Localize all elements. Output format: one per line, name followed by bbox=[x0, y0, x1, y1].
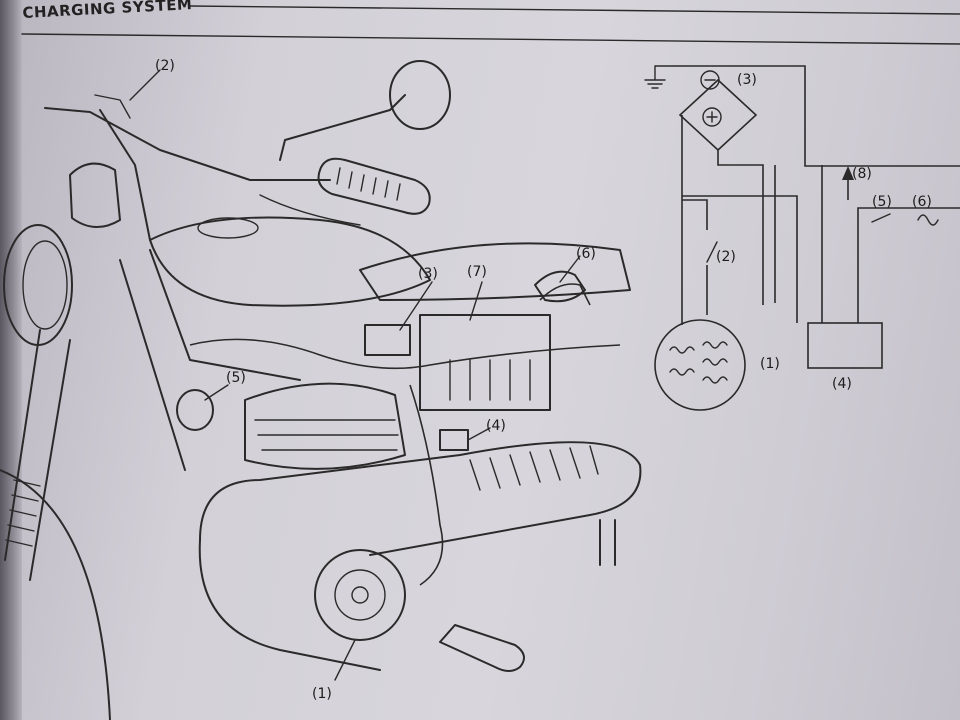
charging-schematic: (3) (2) (1) (4) (8) (5) (6) bbox=[644, 65, 960, 411]
exhaust-pipe bbox=[199, 441, 642, 556]
wire-ground-top bbox=[655, 65, 960, 167]
right-grip bbox=[317, 157, 431, 215]
fork-boot bbox=[5, 479, 41, 547]
handlebar bbox=[44, 107, 331, 181]
leader-3 bbox=[399, 281, 433, 331]
leader-6 bbox=[559, 255, 581, 283]
wiring-harness bbox=[189, 338, 621, 370]
rectifier-minus bbox=[700, 70, 720, 90]
footpeg bbox=[439, 624, 525, 672]
switch-2 bbox=[706, 241, 718, 263]
front-wheel bbox=[0, 469, 111, 720]
cable-left bbox=[99, 109, 151, 241]
headlight-rim bbox=[22, 240, 68, 330]
arrow-8-head bbox=[842, 166, 854, 180]
motorcycle-illustration: (2) (3) (7) (6) (5) (4) (1) bbox=[0, 58, 642, 720]
label-illus-4: (4) bbox=[486, 418, 506, 434]
connector-4 bbox=[439, 429, 469, 451]
mirror bbox=[389, 60, 451, 130]
label-sch-1: (1) bbox=[760, 356, 780, 372]
label-sch-3: (3) bbox=[737, 72, 757, 88]
front-fork bbox=[4, 329, 71, 581]
cylinder-fins bbox=[254, 419, 399, 451]
battery bbox=[419, 314, 551, 411]
schematic-alternator bbox=[654, 319, 746, 411]
wiring-to-alternator bbox=[409, 384, 444, 586]
label-sch-8: (8) bbox=[852, 166, 872, 182]
cylinder-head bbox=[244, 382, 406, 470]
leader-5 bbox=[204, 384, 229, 401]
switch-5 bbox=[871, 213, 891, 223]
regulator-rectifier bbox=[364, 324, 411, 356]
fuel-tank bbox=[149, 216, 431, 307]
frame-tubes bbox=[119, 249, 301, 471]
label-illus-6: (6) bbox=[576, 246, 596, 262]
label-illus-2: (2) bbox=[155, 58, 175, 74]
heat-shield-slots bbox=[469, 445, 599, 491]
leader-1 bbox=[334, 639, 356, 681]
alternator-coil-1 bbox=[669, 346, 695, 376]
rear-brake-pedal bbox=[599, 519, 616, 566]
leader-7 bbox=[469, 281, 483, 321]
mirror-stem bbox=[279, 94, 406, 161]
wire-mid bbox=[717, 150, 764, 305]
rectifier-bridge bbox=[678, 78, 758, 152]
label-sch-4: (4) bbox=[832, 376, 852, 392]
plus-sign bbox=[706, 111, 718, 123]
leader-2 bbox=[129, 69, 161, 101]
fuse-6 bbox=[917, 214, 939, 226]
wire-regulator-out bbox=[821, 165, 960, 323]
leader-4 bbox=[467, 427, 491, 441]
exhaust-lower bbox=[198, 539, 381, 671]
ground-symbol bbox=[644, 65, 666, 89]
seat bbox=[359, 242, 631, 301]
fuse-holder bbox=[534, 270, 586, 303]
label-illus-3: (3) bbox=[418, 266, 438, 282]
label-illus-5: (5) bbox=[226, 370, 246, 386]
brake-lever bbox=[259, 194, 361, 226]
speedometer bbox=[69, 162, 121, 228]
left-lever bbox=[94, 94, 131, 119]
label-illus-7: (7) bbox=[467, 264, 487, 280]
wire-switch-top bbox=[682, 199, 708, 230]
rectifier-plus bbox=[702, 107, 722, 127]
ignition-switch bbox=[176, 389, 214, 431]
schematic-regulator bbox=[807, 322, 883, 369]
label-sch-2: (2) bbox=[716, 249, 736, 265]
alternator bbox=[314, 549, 406, 641]
battery-cells bbox=[449, 359, 531, 401]
header-rule-top bbox=[189, 5, 960, 15]
grip-ridges bbox=[336, 167, 401, 201]
alternator-hub bbox=[351, 586, 369, 604]
fuse-wire bbox=[539, 283, 591, 306]
fuel-cap bbox=[197, 217, 259, 239]
header-rule bbox=[21, 33, 960, 45]
alternator-coil-2 bbox=[702, 341, 728, 384]
label-sch-5: (5) bbox=[872, 194, 892, 210]
alternator-rotor bbox=[334, 569, 386, 621]
label-illus-1: (1) bbox=[312, 686, 332, 702]
wire-to-regulator bbox=[682, 195, 798, 323]
label-sch-6: (6) bbox=[912, 194, 932, 210]
